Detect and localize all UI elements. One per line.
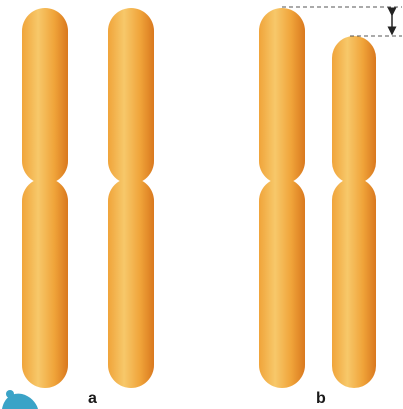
- chromosome-a-left: [22, 8, 68, 388]
- chromosome-a-left-bottom-arm: [22, 178, 68, 388]
- chromosome-b-right-top-arm: [332, 36, 376, 184]
- corner-decoration-icon: [0, 384, 40, 409]
- chromosome-pair-a: [22, 8, 154, 388]
- chromosome-a-right-top-arm: [108, 8, 154, 184]
- chromosome-pair-b: [259, 8, 376, 388]
- chromosome-b-right-bottom-arm: [332, 178, 376, 388]
- chromosome-b-left: [259, 8, 305, 388]
- chromosome-a-right: [108, 8, 154, 388]
- chromosome-b-right: [332, 36, 376, 388]
- chromosome-a-left-top-arm: [22, 8, 68, 184]
- chromosome-b-left-bottom-arm: [259, 178, 305, 388]
- pair-label-a: a: [88, 391, 97, 407]
- pair-label-b: b: [316, 391, 326, 407]
- chromosome-a-right-bottom-arm: [108, 178, 154, 388]
- chromosome-b-left-top-arm: [259, 8, 305, 184]
